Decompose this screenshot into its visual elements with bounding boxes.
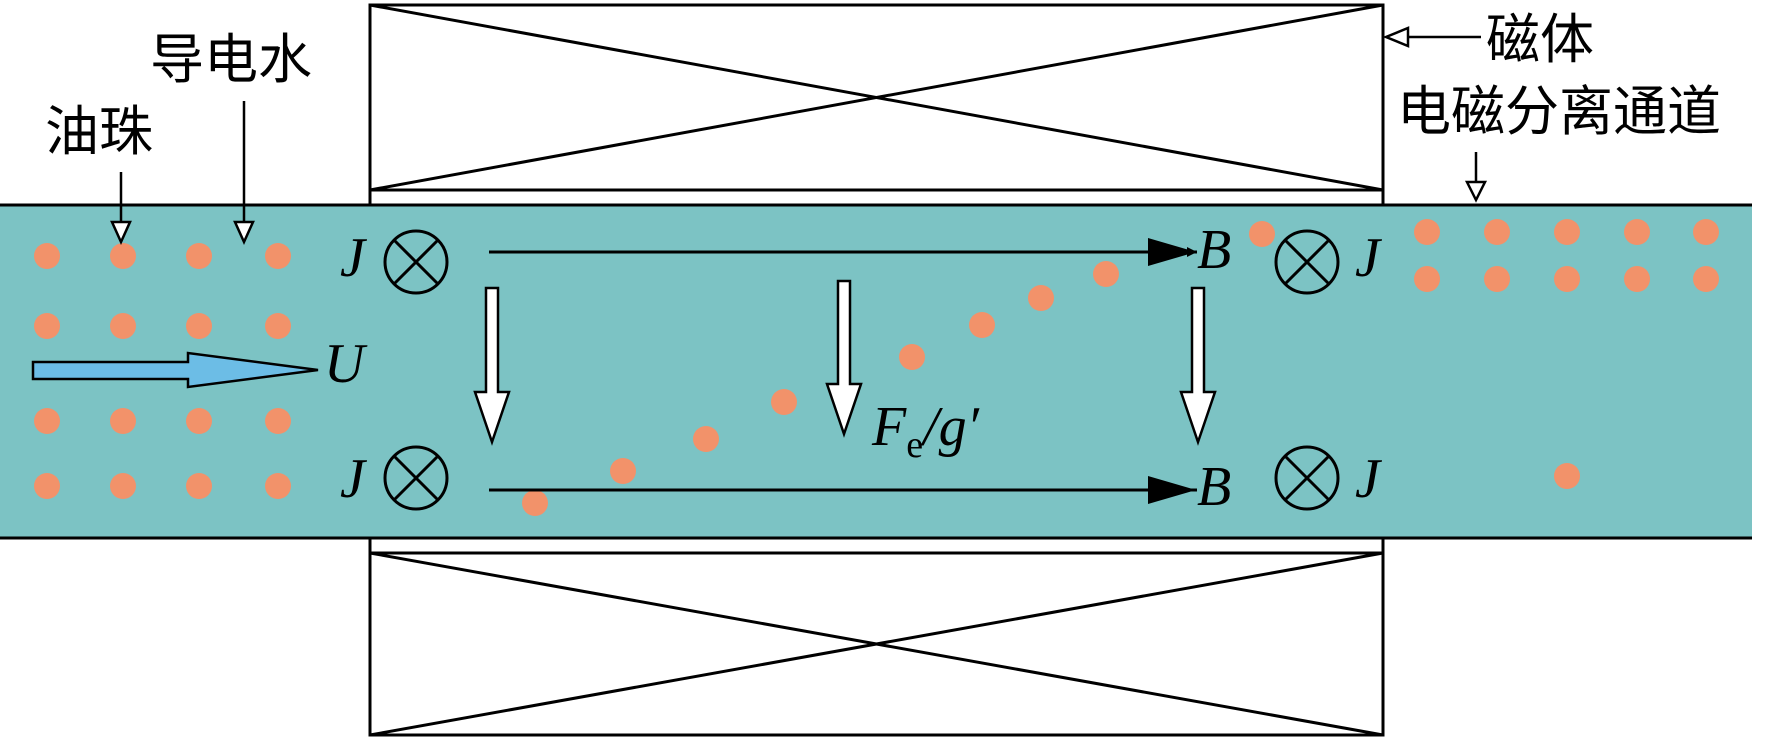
oil-drop	[1484, 219, 1510, 245]
oil-drop	[1028, 285, 1054, 311]
oil-drop	[1554, 463, 1580, 489]
circled-x-icon	[1274, 229, 1340, 295]
oil-drop	[1249, 221, 1275, 247]
oil-drop	[265, 408, 291, 434]
oil-drop	[186, 313, 212, 339]
current-marker-top-right: J	[1274, 227, 1383, 295]
oil-drop	[1093, 261, 1119, 287]
circled-x-icon	[383, 229, 449, 295]
circled-x-icon	[383, 445, 449, 511]
oil-drop	[899, 344, 925, 370]
oil-drop	[186, 473, 212, 499]
hollow-down-arrow-icon	[825, 279, 863, 438]
oil-drop	[1554, 219, 1580, 245]
oil-drop	[34, 313, 60, 339]
svg-text:J: J	[340, 448, 368, 510]
leader-arrowhead-separation-channel	[1464, 180, 1488, 203]
field-arrowhead-top	[1148, 238, 1196, 266]
svg-text:J: J	[340, 227, 368, 289]
force-label: Fe/g′	[871, 396, 980, 466]
oil-drop	[1484, 266, 1510, 292]
leader-arrowhead-oil-drop	[110, 220, 132, 246]
magnet-top	[368, 3, 1385, 192]
label-oil-drop: 油珠	[45, 100, 153, 163]
svg-text:J: J	[1355, 448, 1383, 510]
current-marker-bottom-left: J	[340, 445, 449, 511]
magnet-bottom	[368, 551, 1385, 737]
label-conductive-water: 导电水	[150, 28, 312, 91]
oil-drop	[610, 458, 636, 484]
flow-velocity-symbol: U	[324, 333, 368, 395]
current-marker-bottom-right: J	[1274, 445, 1383, 511]
label-separation-channel: 电磁分离通道	[1397, 80, 1721, 143]
oil-drop	[186, 408, 212, 434]
oil-drop	[34, 473, 60, 499]
flow-arrow	[31, 351, 319, 389]
leader-arrowhead-conductive-water	[233, 220, 255, 246]
svg-text:J: J	[1355, 227, 1383, 289]
oil-drop	[265, 473, 291, 499]
oil-drop	[34, 243, 60, 269]
oil-drop	[110, 408, 136, 434]
oil-drop	[110, 243, 136, 269]
field-symbol-top: B	[1197, 219, 1231, 281]
oil-drop	[186, 243, 212, 269]
field-symbol-bottom: B	[1197, 456, 1231, 518]
oil-drop	[1414, 219, 1440, 245]
oil-drop	[969, 312, 995, 338]
leader-arrowhead-magnet	[1382, 26, 1410, 48]
oil-drop	[1693, 266, 1719, 292]
oil-drop	[522, 490, 548, 516]
oil-drop	[771, 389, 797, 415]
oil-drop	[265, 243, 291, 269]
oil-drop	[34, 408, 60, 434]
oil-drop	[1624, 266, 1650, 292]
oil-drop	[110, 313, 136, 339]
oil-drops	[34, 219, 1719, 516]
circled-x-icon	[1274, 445, 1340, 511]
field-arrowhead-bottom	[1148, 476, 1196, 504]
hollow-down-arrow-icon	[473, 286, 511, 446]
oil-drop	[693, 426, 719, 452]
oil-drop	[1414, 266, 1440, 292]
oil-drop	[1554, 266, 1580, 292]
current-marker-top-left: J	[340, 227, 449, 295]
oil-drop	[1624, 219, 1650, 245]
oil-drop	[1693, 219, 1719, 245]
oil-drop	[110, 473, 136, 499]
hollow-down-arrow-icon	[1179, 286, 1217, 446]
oil-drop	[265, 313, 291, 339]
label-magnet: 磁体	[1486, 8, 1594, 71]
